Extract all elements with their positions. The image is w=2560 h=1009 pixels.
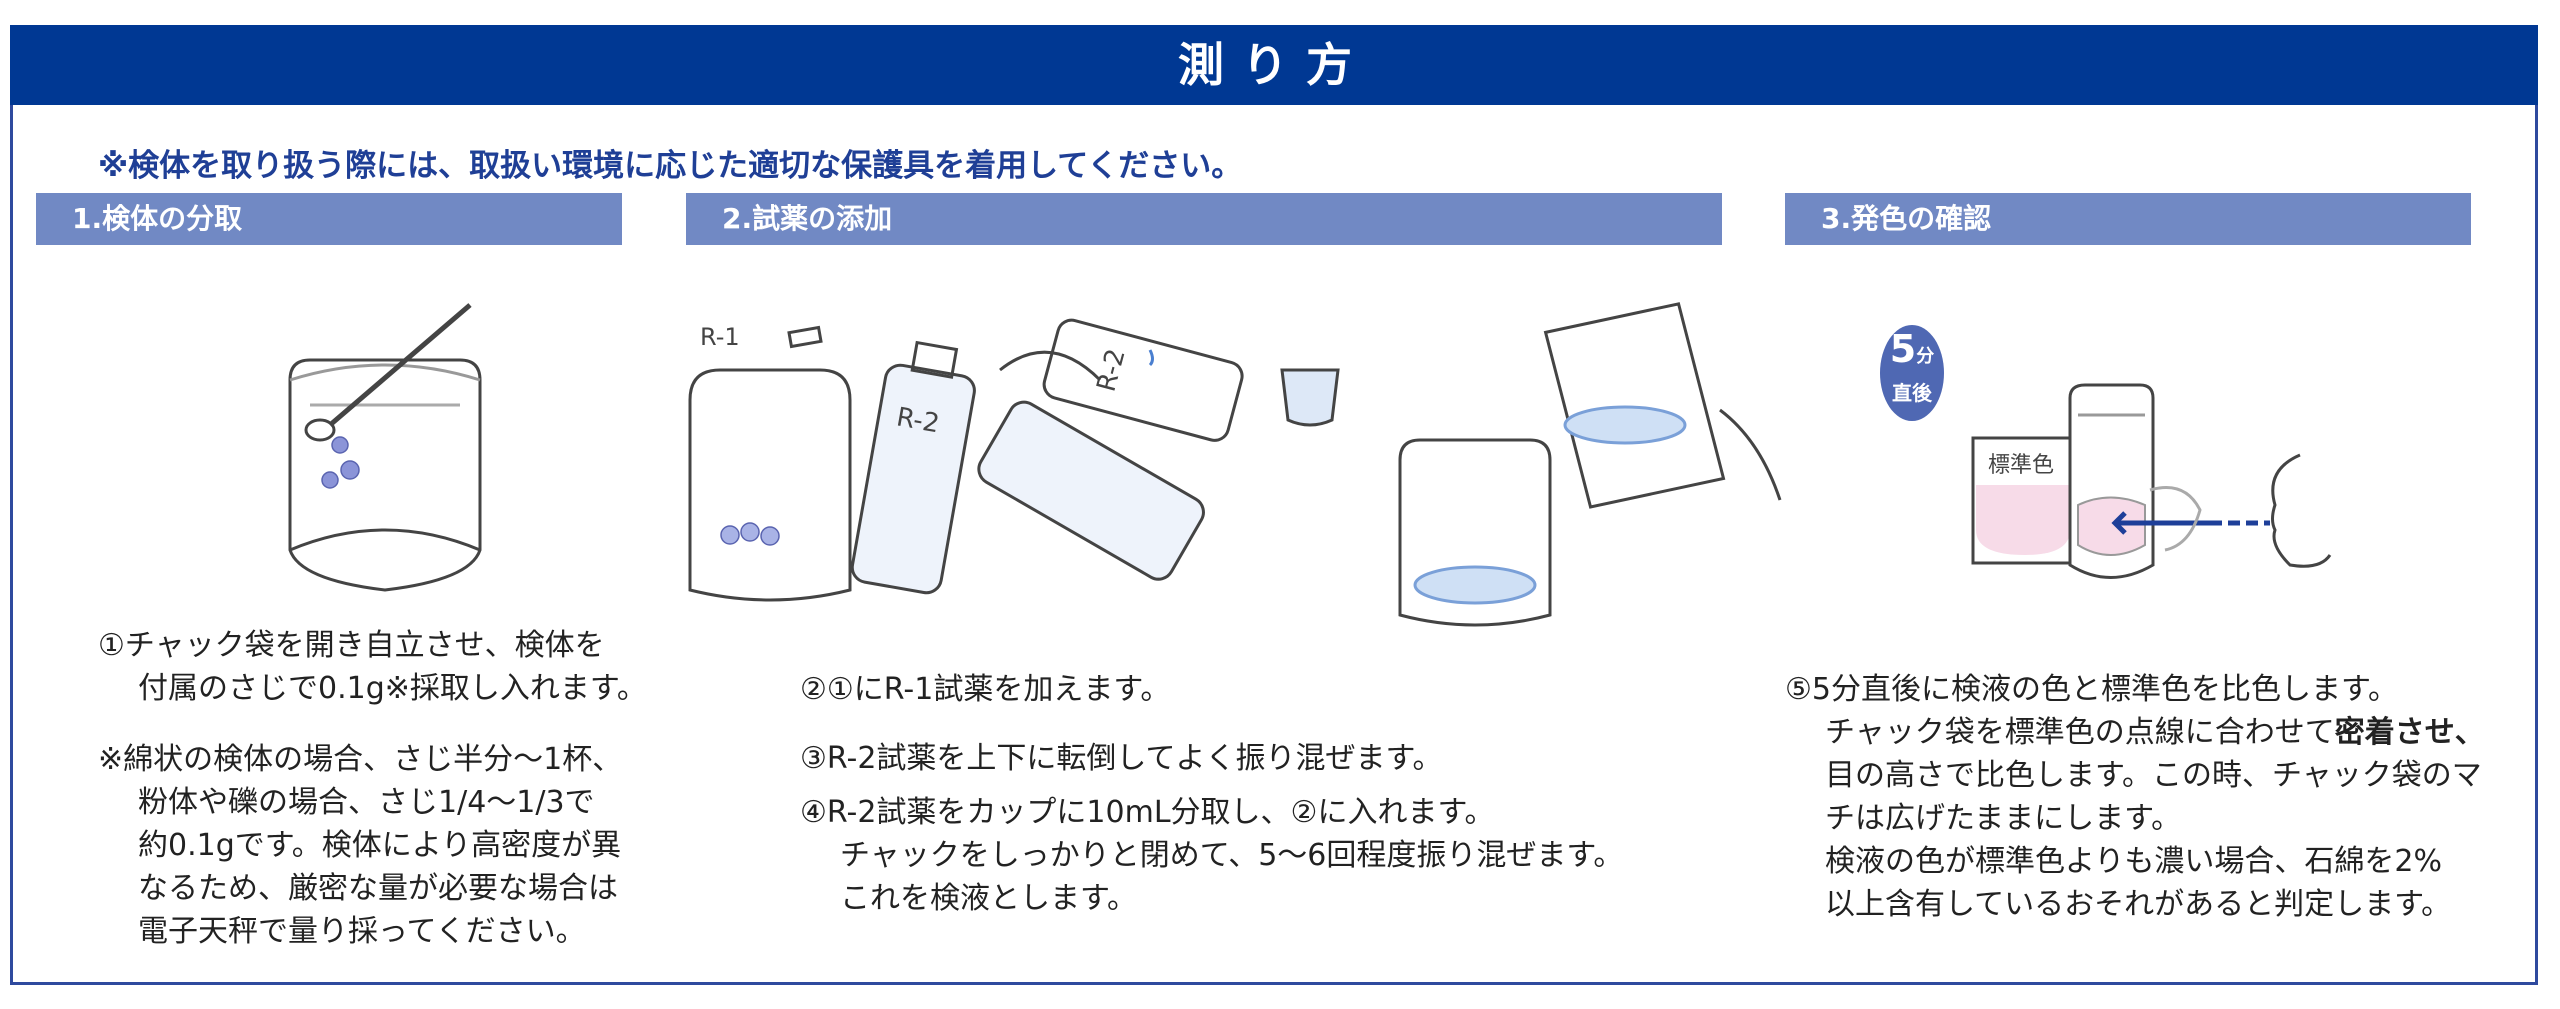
badge-unit: 分 <box>1916 346 1935 367</box>
section-header-3: 3.発色の確認 <box>1785 193 2471 245</box>
step5-line: ⑤5分直後に検液の色と標準色を比色します。 <box>1785 672 2398 707</box>
note-line: なるため、厳密な量が必要な場合は <box>138 871 618 906</box>
note-line: ※綿状の検体の場合、さじ半分〜1杯、 <box>98 742 623 777</box>
five-minutes-badge: 5分 直後 <box>1880 325 1944 421</box>
note-line: 粉体や礫の場合、さじ1/4〜1/3で <box>138 785 595 820</box>
step5-line: 検液の色が標準色よりも濃い場合、石綿を2% <box>1825 844 2442 879</box>
step5-text: ⑤5分直後に検液の色と標準色を比色します。 チャック袋を標準色の点線に合わせて密… <box>1785 668 2485 926</box>
badge-subtext: 直後 <box>1892 381 1932 405</box>
r2-label-1: R-2 <box>894 402 941 439</box>
step5-line: 目の高さで比色します。この時、チャック袋のマ <box>1825 758 2482 793</box>
step2-line: ②①にR-1試薬を加えます。 <box>800 672 1171 707</box>
step5-line-text: チャック袋を標準色の点線に合わせて <box>1825 715 2335 750</box>
step3-line: ③R-2試薬を上下に転倒してよく振り混ぜます。 <box>800 741 1443 776</box>
safety-notice: ※検体を取り扱う際には、取扱い環境に応じた適切な保護具を着用してください。 <box>98 148 1243 184</box>
section-header-1: 1.検体の分取 <box>36 193 622 245</box>
step1-text: ①チャック袋を開き自立させ、検体を 付属のさじで0.1g※採取し入れます。 <box>98 624 647 710</box>
step4-line: これを検液とします。 <box>840 881 1137 916</box>
step5-emphasis: 密着させ、 <box>2334 715 2485 750</box>
reagent-addition-illustration: R-1 R-2 R-2 <box>688 302 1782 627</box>
step1-note: ※綿状の検体の場合、さじ半分〜1杯、 粉体や礫の場合、さじ1/4〜1/3で 約0… <box>98 738 622 953</box>
step2-text: ②①にR-1試薬を加えます。 ③R-2試薬を上下に転倒してよく振り混ぜます。 ④… <box>800 668 1623 920</box>
note-line: 約0.1gです。検体により高密度が異 <box>138 828 622 863</box>
r2-label-2: R-2 <box>1092 346 1132 395</box>
step5-line: チは広げたままにします。 <box>1825 801 2182 836</box>
page-title: 測り方 <box>10 25 2538 105</box>
section-header-2: 2.試薬の添加 <box>686 193 1722 245</box>
step5-line: チャック袋を標準色の点線に合わせて密着させ、 <box>1785 711 2485 754</box>
standard-color-label: 標準色 <box>1988 453 2054 478</box>
color-comparison-illustration: 標準色 <box>1971 383 2332 579</box>
badge-number: 5 <box>1889 327 1917 371</box>
step4-line: ④R-2試薬をカップに10mL分取し、②に入れます。 <box>800 795 1495 830</box>
note-line: 電子天秤で量り採ってください。 <box>138 914 586 949</box>
step5-line: 以上含有しているおそれがあると判定します。 <box>1825 887 2452 922</box>
r1-label: R-1 <box>700 323 740 351</box>
bag-with-spoon-illustration <box>288 303 482 592</box>
step1-line: ①チャック袋を開き自立させ、検体を <box>98 628 605 663</box>
step1-line: 付属のさじで0.1g※採取し入れます。 <box>138 671 647 706</box>
step4-line: チャックをしっかりと閉めて、5〜6回程度振り混ぜます。 <box>840 838 1624 873</box>
